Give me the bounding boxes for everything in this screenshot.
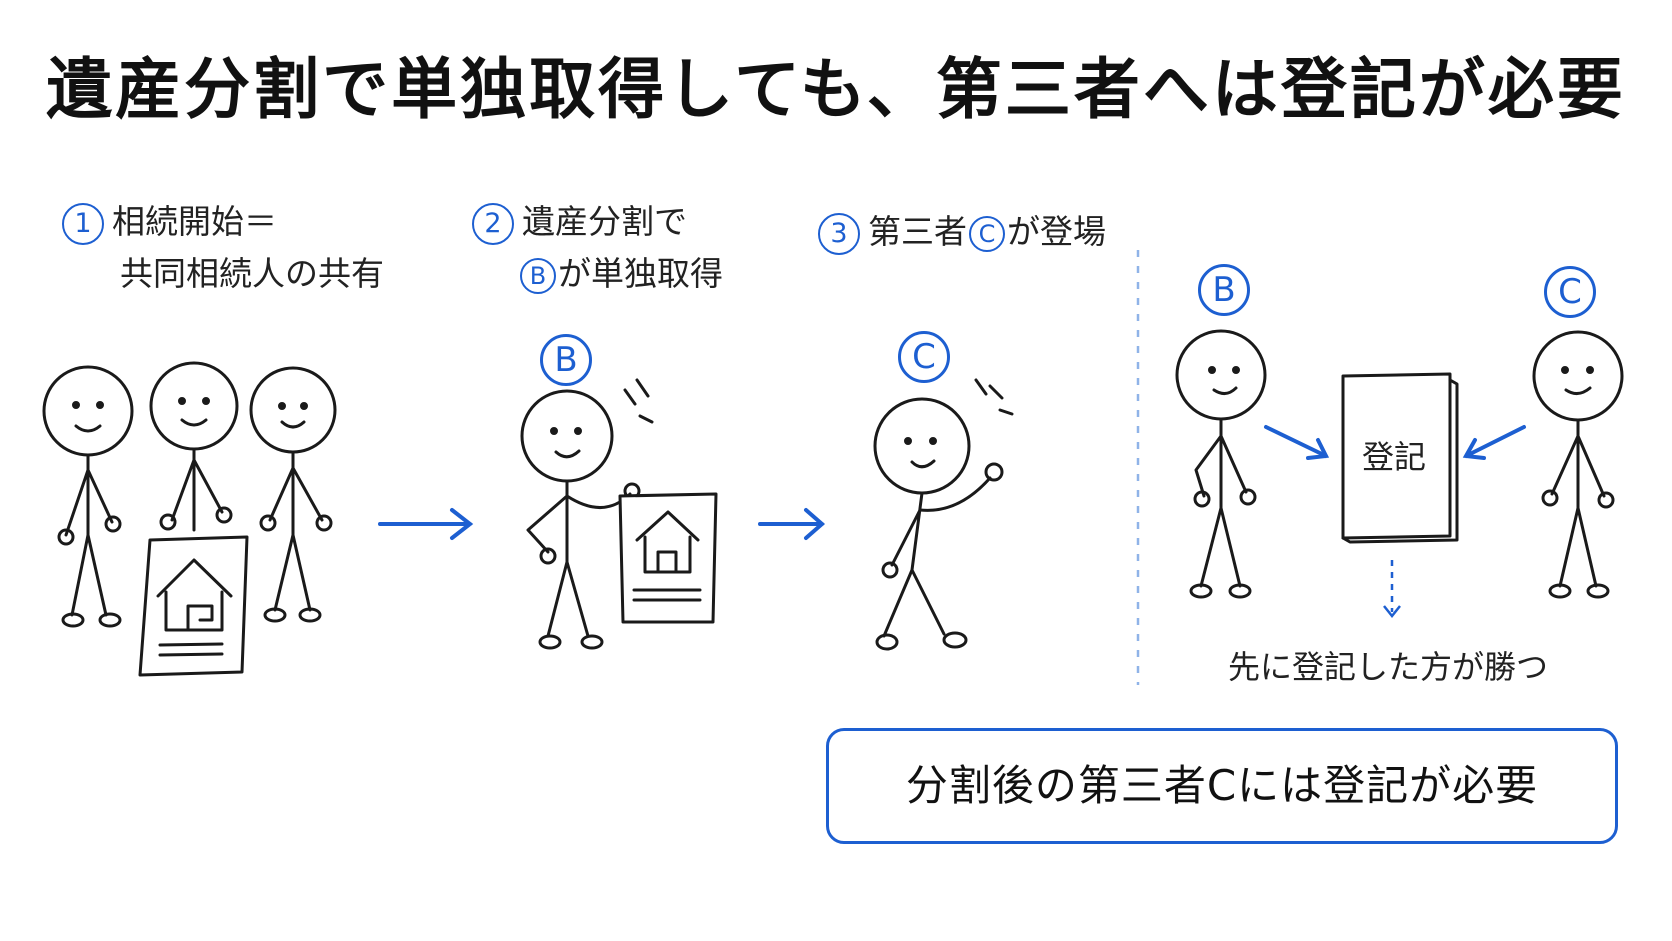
step-2-line1: 遺産分割で (522, 202, 687, 241)
house-deed-b (618, 492, 718, 624)
person-heir-3 (249, 366, 337, 623)
house-deed-shared (138, 535, 249, 677)
step-3-pre: 第三者 (868, 212, 967, 251)
ledger-label: 登記 (1362, 438, 1427, 476)
figure-tag-c-step3: C (898, 331, 950, 383)
arrow-step1-to-step2 (378, 508, 474, 540)
summary-box: 分割後の第三者Cには登記が必要 (826, 728, 1618, 844)
step-number-1: 1 (62, 202, 104, 245)
ledger-book (1341, 372, 1459, 544)
arrow-b-to-ledger (1264, 425, 1330, 460)
step-number-3: 3 (818, 212, 860, 255)
marker-c: C (969, 215, 1005, 252)
arrow-step2-to-step3 (758, 508, 826, 540)
page-title: 遺産分割で単独取得しても、第三者へは登記が必要 (46, 51, 1626, 128)
arrow-c-to-ledger (1462, 425, 1526, 460)
figure-tag-c-right: C (1544, 266, 1596, 318)
person-heir-2 (149, 361, 239, 532)
person-c-third-party (873, 378, 1014, 651)
step-1-line1: 相続開始＝ (112, 202, 277, 241)
marker-b: B (520, 257, 556, 294)
figure-tag-b-right: B (1198, 264, 1250, 316)
step-1-line2: 共同相続人の共有 (120, 254, 384, 293)
step-number-2: 2 (472, 202, 514, 245)
first-registration-wins-note: 先に登記した方が勝つ (1228, 648, 1549, 686)
step-3-post: が登場 (1007, 212, 1106, 251)
person-c-right (1532, 330, 1624, 599)
arrow-ledger-down-head (1383, 605, 1401, 619)
person-heir-1 (42, 365, 134, 628)
person-b-right (1175, 329, 1267, 599)
step-2-line2: が単独取得 (558, 254, 723, 293)
figure-tag-b-step2: B (540, 334, 592, 386)
